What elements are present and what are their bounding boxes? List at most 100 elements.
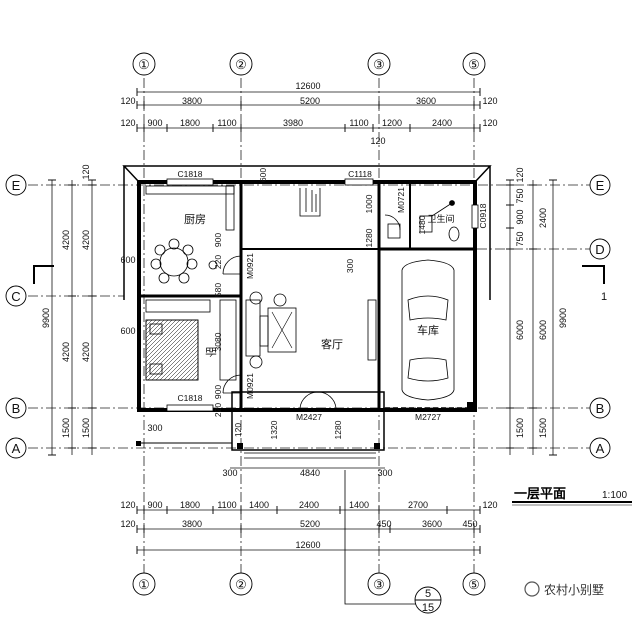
watermark: 农村小别墅 bbox=[524, 581, 604, 597]
staircase bbox=[299, 188, 321, 217]
room-label-wc: 卫生间 bbox=[427, 213, 454, 225]
detail-number-bottom: 15 bbox=[422, 602, 434, 614]
section-marks bbox=[33, 265, 605, 284]
axis-bubble-top bbox=[229, 52, 253, 76]
window-tag: C1818 bbox=[177, 169, 202, 179]
dim-top-row3: 2400 bbox=[432, 118, 452, 128]
dim-tag: 120 bbox=[233, 423, 243, 437]
dim-right-inner: 6000 bbox=[515, 320, 525, 340]
axis-bubble-left bbox=[5, 174, 27, 196]
door-tag: M2427 bbox=[296, 412, 322, 422]
living-furniture bbox=[245, 291, 377, 369]
top-dimension-lines bbox=[136, 88, 481, 132]
axis-label-left: A bbox=[12, 441, 21, 456]
detail-leader bbox=[344, 470, 418, 605]
dim-left-inner: 4200 bbox=[81, 230, 91, 250]
dim-bottom-row1: 120 bbox=[482, 500, 497, 510]
dim-tag: 580 bbox=[213, 283, 223, 297]
dim-right-inner: 120 bbox=[515, 167, 525, 182]
dim-tag: 3080 bbox=[213, 332, 223, 351]
axis-grid-lines bbox=[28, 78, 590, 578]
door-tag: M2727 bbox=[415, 412, 441, 422]
dim-left-outer: 9900 bbox=[41, 308, 51, 328]
axis-label-left: E bbox=[12, 178, 21, 193]
dim-tag: 900 bbox=[213, 385, 223, 399]
dim-top-row3: 120 bbox=[120, 118, 135, 128]
axis-bubble-top bbox=[462, 52, 486, 76]
dim-top-row3: 120 bbox=[482, 118, 497, 128]
dim-bottom-row1: 1400 bbox=[349, 500, 369, 510]
dim-left-inner: 1500 bbox=[81, 418, 91, 438]
column-marker bbox=[467, 402, 475, 410]
room-label-living: 客厅 bbox=[321, 337, 343, 351]
watermark-text: 农村小别墅 bbox=[544, 583, 604, 597]
axis-bubble-left bbox=[5, 285, 27, 307]
dim-right-inner: 900 bbox=[515, 209, 525, 224]
dim-bottom-row2: 450 bbox=[462, 519, 477, 529]
window-tag: C1818 bbox=[177, 393, 202, 403]
axis-bubble-top bbox=[367, 52, 391, 76]
dim-top-row3: 1200 bbox=[382, 118, 402, 128]
dim-bottom-row1: 2400 bbox=[299, 500, 319, 510]
walls bbox=[122, 165, 492, 451]
left-dimension-lines bbox=[48, 179, 96, 456]
dim-right-inner: 1500 bbox=[515, 418, 525, 438]
axis-bubble-left bbox=[5, 397, 27, 419]
axis-label-right: B bbox=[596, 401, 605, 416]
dim-bottom-row1: 120 bbox=[120, 500, 135, 510]
axis-label-top: ① bbox=[138, 57, 150, 72]
axis-label-left: B bbox=[12, 401, 21, 416]
door-tag: M0921 bbox=[245, 373, 255, 399]
axis-label-left: C bbox=[11, 289, 20, 304]
axis-bubble-bottom bbox=[132, 572, 156, 596]
dim-right-inner: 750 bbox=[515, 231, 525, 246]
right-dimension-lines bbox=[506, 179, 557, 456]
axis-label-top: ② bbox=[235, 57, 247, 72]
dim-tag: 900 bbox=[213, 233, 223, 247]
windows bbox=[166, 178, 479, 412]
dim-left-small: 300 bbox=[147, 423, 162, 433]
axis-bubble-right bbox=[589, 397, 611, 419]
dim-top-row3: 3980 bbox=[283, 118, 303, 128]
entry-steps bbox=[244, 452, 376, 459]
dim-top-row2: 5200 bbox=[300, 96, 320, 106]
axis-label-top: ③ bbox=[373, 57, 385, 72]
dim-top-row2: 120 bbox=[482, 96, 497, 106]
entry-columns bbox=[136, 441, 380, 449]
dim-tag: 220 bbox=[213, 403, 223, 417]
axis-bubble-bottom bbox=[462, 572, 486, 596]
axis-bubble-top bbox=[132, 52, 156, 76]
detail-number-top: 5 bbox=[425, 588, 431, 600]
axis-bubble-bottom bbox=[229, 572, 253, 596]
dim-step: 4840 bbox=[300, 468, 320, 478]
dim-top-row3: 900 bbox=[147, 118, 162, 128]
dim-top-row2: 3800 bbox=[182, 96, 202, 106]
dim-bottom-row1: 1100 bbox=[217, 500, 236, 510]
dim-left-mid: 1500 bbox=[61, 418, 71, 438]
window-tag: C1118 bbox=[348, 169, 372, 179]
dim-tag: 220 bbox=[213, 255, 223, 269]
axis-bubble-bottom bbox=[367, 572, 391, 596]
dim-top-row2: 120 bbox=[120, 96, 135, 106]
axis-bubble-right bbox=[589, 238, 611, 260]
dim-tag: 1280 bbox=[364, 228, 374, 247]
dim-left-inner: 4200 bbox=[81, 342, 91, 362]
wc-fixtures bbox=[387, 200, 460, 242]
dim-top-extra: 120 bbox=[370, 136, 385, 146]
dim-right-mid: 2400 bbox=[538, 208, 548, 228]
dim-top-row3: 1100 bbox=[349, 118, 368, 128]
dim-right-mid: 6000 bbox=[538, 320, 548, 340]
dim-right-outer: 9900 bbox=[558, 308, 568, 328]
bedroom-furniture bbox=[145, 299, 237, 381]
section-number: 1 bbox=[601, 291, 607, 303]
dim-tag: 1480 bbox=[417, 215, 427, 234]
dim-right-inner: 750 bbox=[515, 188, 525, 203]
kitchen-furniture bbox=[145, 185, 235, 284]
axis-label-right: A bbox=[596, 441, 605, 456]
dim-bottom-overall: 12600 bbox=[295, 540, 320, 550]
drawing-scale: 1:100 bbox=[602, 490, 627, 501]
drawing-title: 一层平面 bbox=[514, 487, 566, 502]
axis-label-right: D bbox=[595, 242, 604, 257]
axis-bubble-left bbox=[5, 437, 27, 459]
